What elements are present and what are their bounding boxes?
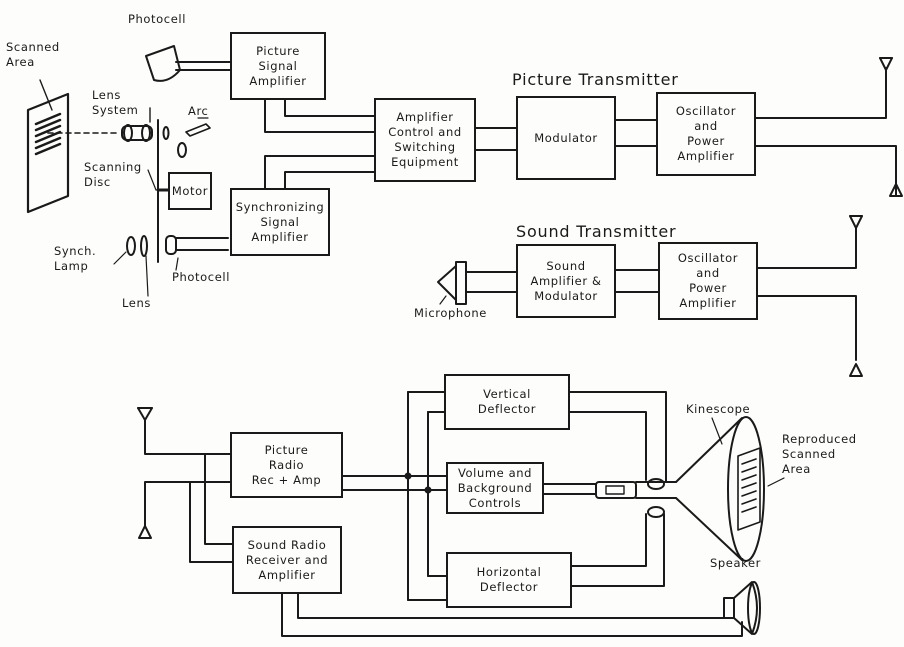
lens-system-label: Lens System — [92, 88, 139, 117]
photocell-top-label: Photocell — [128, 12, 186, 26]
lens-label: Lens — [122, 296, 151, 310]
speaker-icon — [723, 581, 761, 635]
sound-transmitter-title: Sound Transmitter — [516, 222, 677, 241]
sound-amplifier-modulator-box: Sound Amplifier & Modulator — [516, 244, 616, 318]
motor-box: Motor — [168, 172, 212, 210]
photocell-icon — [145, 45, 231, 82]
kinescope-icon — [595, 416, 785, 562]
microphone-label: Microphone — [414, 306, 487, 320]
sound-radio-box: Sound Radio Receiver and Amplifier — [232, 526, 342, 594]
photocell-bottom-label: Photocell — [172, 270, 230, 284]
reproduced-area-label: Reproduced Scanned Area — [782, 432, 857, 476]
synch-lamp-label: Synch. Lamp — [54, 244, 97, 273]
picture-oscillator-box: Oscillator and Power Amplifier — [656, 92, 756, 176]
picture-transmitter-title: Picture Transmitter — [512, 70, 679, 89]
volume-controls-box: Volume and Background Controls — [446, 462, 544, 514]
arc-label: Arc — [188, 104, 209, 118]
amplifier-control-box: Amplifier Control and Switching Equipmen… — [374, 98, 476, 182]
scanned-area-label: Scanned Area — [6, 40, 60, 69]
modulator-box: Modulator — [516, 96, 616, 180]
microphone-icon — [437, 261, 467, 305]
lens-icon — [121, 107, 170, 142]
picture-radio-box: Picture Radio Rec + Amp — [230, 432, 343, 498]
vertical-deflector-box: Vertical Deflector — [444, 374, 570, 430]
lamp-icon — [113, 235, 149, 297]
synchronizing-amplifier-box: Synchronizing Signal Amplifier — [230, 188, 330, 256]
photocell-bottom-icon — [165, 235, 229, 271]
horizontal-deflector-box: Horizontal Deflector — [446, 552, 572, 608]
kinescope-label: Kinescope — [686, 402, 751, 416]
antenna-icon — [849, 57, 903, 377]
picture-signal-amplifier-box: Picture Signal Amplifier — [230, 32, 326, 100]
sound-oscillator-box: Oscillator and Power Amplifier — [658, 242, 758, 320]
scanned-area-card — [26, 79, 70, 214]
arc-icon — [177, 117, 211, 158]
speaker-label: Speaker — [710, 556, 761, 570]
scanning-disc-label: Scanning Disc — [84, 160, 142, 189]
